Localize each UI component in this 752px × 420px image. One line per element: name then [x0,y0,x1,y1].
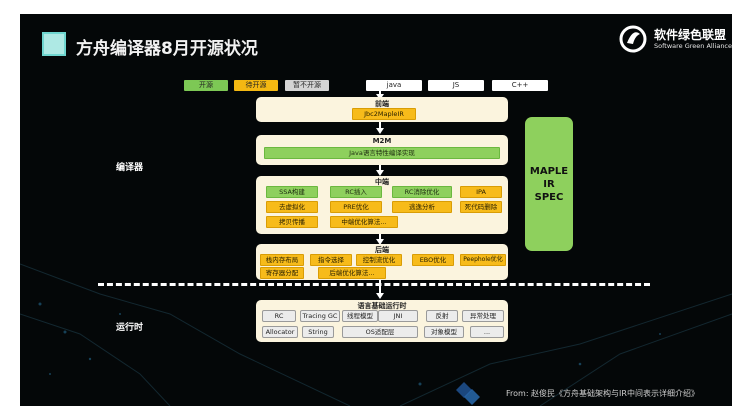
java-feature-compile-box: Java语言特性编译实现 [264,147,500,159]
arrow-down-icon [376,239,384,245]
m2m-title: M2M [372,137,392,145]
backend-opt-algo-box: 后端优化算法... [318,267,386,279]
language-java: java [366,80,422,91]
brand-name-en: Software Green Alliance [654,42,732,50]
arrow-line [379,234,381,240]
alliance-logo-icon [619,25,647,53]
maple-ir-spec-box: MAPLE IR SPEC [525,117,573,251]
arrow-line [379,91,381,95]
copy-propagation-box: 拷贝传播 [266,216,318,228]
middle-opt-algo-box: 中端优化算法... [330,216,398,228]
stack-layout-box: 栈内存布局 [260,254,304,266]
runtime-title: 语言基础运行时 [357,302,407,310]
background-decoration [20,263,732,406]
exception-handling-box: 异常处理 [462,310,504,322]
maple-ir-spec-label: MAPLE IR SPEC [529,165,569,203]
rc-insert-box: RC插入 [330,186,382,198]
backend-title: 后端 [375,246,389,254]
allocator-box: Allocator [262,326,298,338]
arrow-line [379,122,381,129]
dead-code-elim-box: 死代码删除 [460,201,502,213]
arrow-down-icon [376,170,384,176]
ellipsis-box: ... [470,326,504,338]
rc-elim-box: RC消除优化 [392,186,452,198]
object-model-box: 对象模型 [424,326,464,338]
register-alloc-box: 寄存器分配 [260,267,304,279]
thread-model-box: 线程模型 [342,310,378,322]
runtime-panel: 语言基础运行时 RC Tracing GC 线程模型 JNI 反射 异常处理 A… [256,300,508,342]
source-citation: From: 赵俊民《方舟基础架构与IR中间表示详细介绍》 [506,389,699,398]
language-js: JS [428,80,484,91]
pre-opt-box: PRE优化 [330,201,382,213]
backend-panel: 后端 栈内存布局 指令选择 控制流优化 EBO优化 Peephole优化 寄存器… [256,244,508,280]
frontend-panel: 前端 Jbc2MapleIR [256,97,508,122]
devirtualization-box: 去虚拟化 [266,201,318,213]
language-cpp: C++ [492,80,548,91]
ipa-box: IPA [460,186,502,198]
control-flow-opt-box: 控制流优化 [356,254,402,266]
m2m-panel: M2M Java语言特性编译实现 [256,135,508,165]
arrow-line [379,165,381,171]
jni-box: JNI [378,310,418,322]
slide: 方舟编译器8月开源状况 软件绿色联盟 Software Green Allian… [20,14,732,406]
frontend-title: 前端 [375,100,389,108]
ebo-opt-box: EBO优化 [412,254,454,266]
compiler-label: 编译器 [116,163,144,173]
escape-analysis-box: 逃逸分析 [392,201,452,213]
arrow-down-icon [376,293,384,299]
legend-open: 开源 [184,80,228,91]
ssa-build-box: SSA构建 [266,186,318,198]
peephole-opt-box: Peephole优化 [460,254,506,266]
rc-box: RC [262,310,296,322]
middle-end-panel: 中端 SSA构建 RC插入 RC消除优化 IPA 去虚拟化 PRE优化 逃逸分析… [256,176,508,234]
arrow-down-icon [376,128,384,134]
page-title: 方舟编译器8月开源状况 [76,39,258,59]
brand-name-cn: 软件绿色联盟 [654,28,727,42]
compiler-runtime-divider [98,283,650,286]
instruction-select-box: 指令选择 [310,254,352,266]
arrow-line [379,280,381,294]
tracing-gc-box: Tracing GC [300,310,340,322]
string-box: String [302,326,334,338]
reflection-box: 反射 [426,310,458,322]
legend-pending: 待开源 [234,80,278,91]
title-square-icon [42,32,66,56]
jbc2mapleir-box: Jbc2MapleIR [352,108,416,120]
os-adapter-box: OS适配层 [342,326,418,338]
runtime-label: 运行时 [116,323,144,333]
legend-not-open: 暂不开源 [285,80,329,91]
middle-end-title: 中端 [375,178,389,186]
